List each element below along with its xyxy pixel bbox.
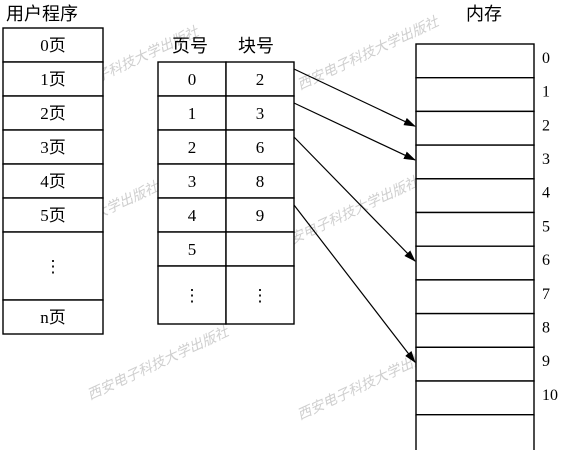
memory-block [415,312,535,349]
user-program-title: 用户程序 [6,4,78,25]
user-page-cell [2,27,104,63]
memory-block [415,76,535,113]
memory-block [415,346,535,382]
memory-block-index: 8 [542,319,550,336]
page-number-value: 2 [188,138,197,157]
page-number-value: 3 [188,172,197,191]
memory-block-index: 10 [542,387,558,404]
user-page-cell [2,197,104,233]
memory-block-index: 0 [542,50,550,67]
memory-blocks: 0 1 2 3 4 5 6 7 8 9 10 [415,43,558,450]
watermark-text: 西安电子科技大学出版社 [85,324,232,404]
block-number-value: 3 [256,104,265,123]
memory-block [415,43,535,79]
user-page-cell [2,299,104,335]
block-number-value: 8 [256,172,265,191]
mapping-arrow [293,68,416,127]
block-number-value: 6 [256,138,265,157]
user-page-cell [2,231,104,301]
page-number-value: 0 [188,70,197,89]
block-number-value: 2 [256,70,265,89]
page-number-cell [157,129,227,165]
block-number-value: 9 [256,206,265,225]
page-number-cell [157,265,227,325]
mapping-arrow [293,136,416,262]
page-table: 0 2 1 3 2 6 3 8 4 9 5 ⋮ ⋮ [157,61,295,325]
memory-block-index: 1 [542,84,550,101]
memory-block [415,245,535,281]
page-number-cell [157,197,227,233]
user-page-cell [2,95,104,131]
user-page-label: 2页 [40,104,66,123]
memory-block [415,211,535,247]
user-page-label: 3页 [40,138,66,157]
block-number-cell [225,95,295,131]
user-page-cell [2,163,104,199]
memory-block [415,279,535,315]
page-number-value: ⋮ [184,286,201,305]
user-page-label: 4页 [40,172,66,191]
memory-block-index: 5 [542,218,550,235]
memory-block-index: 4 [542,185,550,202]
memory-block-index: 2 [542,117,550,134]
user-page-label: 1页 [40,70,66,89]
user-page-label: 0页 [40,36,66,55]
mapping-arrow [293,102,416,161]
memory-block [415,110,535,146]
user-program-table: 0页 1页 2页 3页 4页 5页 ⋮ n页 [2,27,104,335]
block-number-header: 块号 [238,36,274,57]
block-number-cell [225,129,295,165]
memory-block [415,178,535,214]
mapping-arrow [293,204,416,363]
page-number-cell [157,231,227,267]
block-number-value: ⋮ [252,286,269,305]
user-page-label: 5页 [40,206,66,225]
page-number-value: 4 [188,206,197,225]
page-number-value: 1 [188,104,197,123]
user-page-label: n页 [40,308,66,327]
memory-block-index: 7 [542,286,550,303]
block-number-cell [225,197,295,233]
memory-block [415,380,535,416]
memory-block-index: 9 [542,353,550,370]
memory-title: 内存 [466,4,502,25]
user-page-cell [2,61,104,97]
watermark-text: 西安电子科技大学出版社 [275,174,422,254]
block-number-cell [225,265,295,325]
user-page-cell [2,129,104,165]
page-number-cell [157,163,227,199]
user-page-label: ⋮ [45,257,62,276]
block-number-cell [225,61,295,97]
memory-block-index: 6 [542,252,550,269]
memory-block [415,144,535,180]
page-number-header: 页号 [172,36,208,57]
page-number-value: 5 [188,240,197,259]
block-number-cell [225,231,295,267]
memory-block-index: 3 [542,151,550,168]
mapping-arrows [293,68,416,363]
block-number-cell [225,163,295,199]
